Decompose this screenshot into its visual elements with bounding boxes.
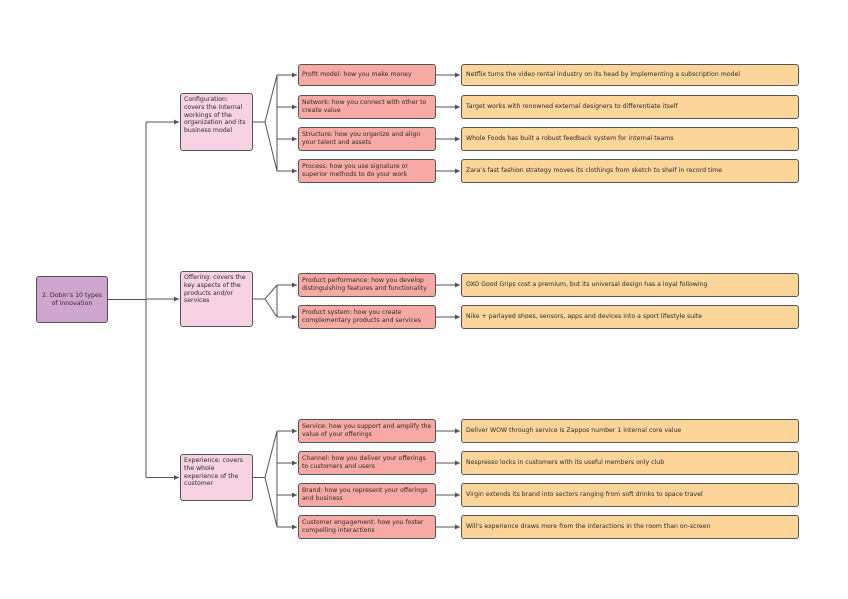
type-customer-engagement[interactable]: Customer engagement: how you foster comp… xyxy=(298,515,436,539)
connector-line xyxy=(264,74,278,123)
arrowhead xyxy=(292,492,297,498)
type-label: Product system: how you create complemen… xyxy=(302,309,421,324)
arrowhead xyxy=(455,460,460,466)
example-label: Netflix turns the video rental industry … xyxy=(466,71,740,79)
arrowhead xyxy=(455,492,460,498)
connector-line xyxy=(264,121,278,172)
type-label: Structure: how you organize and align yo… xyxy=(302,131,421,146)
example-process[interactable]: Zara’s fast fashion strategy moves its c… xyxy=(461,159,799,183)
arrowhead xyxy=(455,524,460,530)
type-structure[interactable]: Structure: how you organize and align yo… xyxy=(298,127,436,151)
example-product-performance[interactable]: OXO Good Grips cost a premium, but its u… xyxy=(461,273,799,297)
arrowhead xyxy=(292,168,297,174)
example-label: OXO Good Grips cost a premium, but its u… xyxy=(466,281,708,289)
example-product-system[interactable]: Nike + parlayed shoes, sensors, apps and… xyxy=(461,305,799,329)
arrowhead xyxy=(455,72,460,78)
example-profit-model[interactable]: Netflix turns the video rental industry … xyxy=(461,64,799,86)
type-label: Channel: how you deliver your offerings … xyxy=(302,455,426,470)
arrowhead xyxy=(455,428,460,434)
example-label: Virgin extends its brand into sectors ra… xyxy=(466,491,703,499)
arrowhead xyxy=(292,524,297,530)
type-product-system[interactable]: Product system: how you create complemen… xyxy=(298,305,436,329)
arrowhead xyxy=(292,314,297,320)
arrowhead xyxy=(292,72,297,78)
arrowhead xyxy=(174,296,179,302)
arrowhead xyxy=(174,119,179,125)
type-label: Service: how you support and amplify the… xyxy=(302,423,432,438)
example-service[interactable]: Deliver WOW through service is Zappos nu… xyxy=(461,419,799,443)
arrowhead xyxy=(292,104,297,110)
arrowhead xyxy=(292,282,297,288)
type-brand[interactable]: Brand: how you represent your offerings … xyxy=(298,483,436,507)
example-customer-engagement[interactable]: Will’s experience draws more from the in… xyxy=(461,515,799,539)
arrowhead xyxy=(455,104,460,110)
connector-line xyxy=(264,430,278,478)
type-label: Product performance: how you develop dis… xyxy=(302,277,427,292)
connector-line xyxy=(264,477,278,528)
arrowhead xyxy=(455,314,460,320)
arrowhead xyxy=(292,428,297,434)
example-brand[interactable]: Virgin extends its brand into sectors ra… xyxy=(461,483,799,507)
type-label: Customer engagement: how you foster comp… xyxy=(302,519,424,534)
arrowhead xyxy=(174,475,179,480)
arrowhead xyxy=(455,168,460,174)
example-label: Whole Foods has built a robust feedback … xyxy=(466,135,674,143)
example-network[interactable]: Target works with renowned external desi… xyxy=(461,95,799,119)
example-channel[interactable]: Nespresso locks in customers with its us… xyxy=(461,451,799,475)
category-offering[interactable]: Offering: covers the key aspects of the … xyxy=(180,271,253,327)
type-service[interactable]: Service: how you support and amplify the… xyxy=(298,419,436,443)
arrowhead xyxy=(292,136,297,142)
arrowhead xyxy=(455,136,460,142)
type-product-performance[interactable]: Product performance: how you develop dis… xyxy=(298,273,436,297)
arrowhead xyxy=(292,460,297,466)
example-label: Zara’s fast fashion strategy moves its c… xyxy=(466,167,723,175)
category-label: Offering: covers the key aspects of the … xyxy=(184,274,246,305)
type-label: Process: how you use signature or superi… xyxy=(302,163,408,178)
example-label: Nike + parlayed shoes, sensors, apps and… xyxy=(466,313,703,321)
category-experience[interactable]: Experience: covers the whole experience … xyxy=(180,454,253,501)
type-channel[interactable]: Channel: how you deliver your offerings … xyxy=(298,451,436,475)
root-node[interactable]: 2. Dobin’s 10 types of innovation xyxy=(36,276,108,323)
type-process[interactable]: Process: how you use signature or superi… xyxy=(298,159,436,183)
type-profit-model[interactable]: Profit model: how you make money xyxy=(298,64,436,86)
example-label: Will’s experience draws more from the in… xyxy=(466,523,711,531)
type-label: Network: how you connect with other to c… xyxy=(302,99,427,114)
example-label: Target works with renowned external desi… xyxy=(466,103,678,111)
arrowhead xyxy=(455,282,460,288)
category-configuration[interactable]: Configuration: covers the internal worki… xyxy=(180,93,253,151)
type-network[interactable]: Network: how you connect with other to c… xyxy=(298,95,436,119)
category-label: Experience: covers the whole experience … xyxy=(184,457,243,488)
example-structure[interactable]: Whole Foods has built a robust feedback … xyxy=(461,127,799,151)
example-label: Deliver WOW through service is Zappos nu… xyxy=(466,427,682,435)
type-label: Profit model: how you make money xyxy=(302,71,412,79)
category-label: Configuration: covers the internal worki… xyxy=(184,96,246,134)
example-label: Nespresso locks in customers with its us… xyxy=(466,459,665,467)
type-label: Brand: how you represent your offerings … xyxy=(302,487,428,502)
connector-line xyxy=(264,284,278,300)
connector-line xyxy=(264,298,278,318)
root-label: 2. Dobin’s 10 types of innovation xyxy=(41,291,103,307)
